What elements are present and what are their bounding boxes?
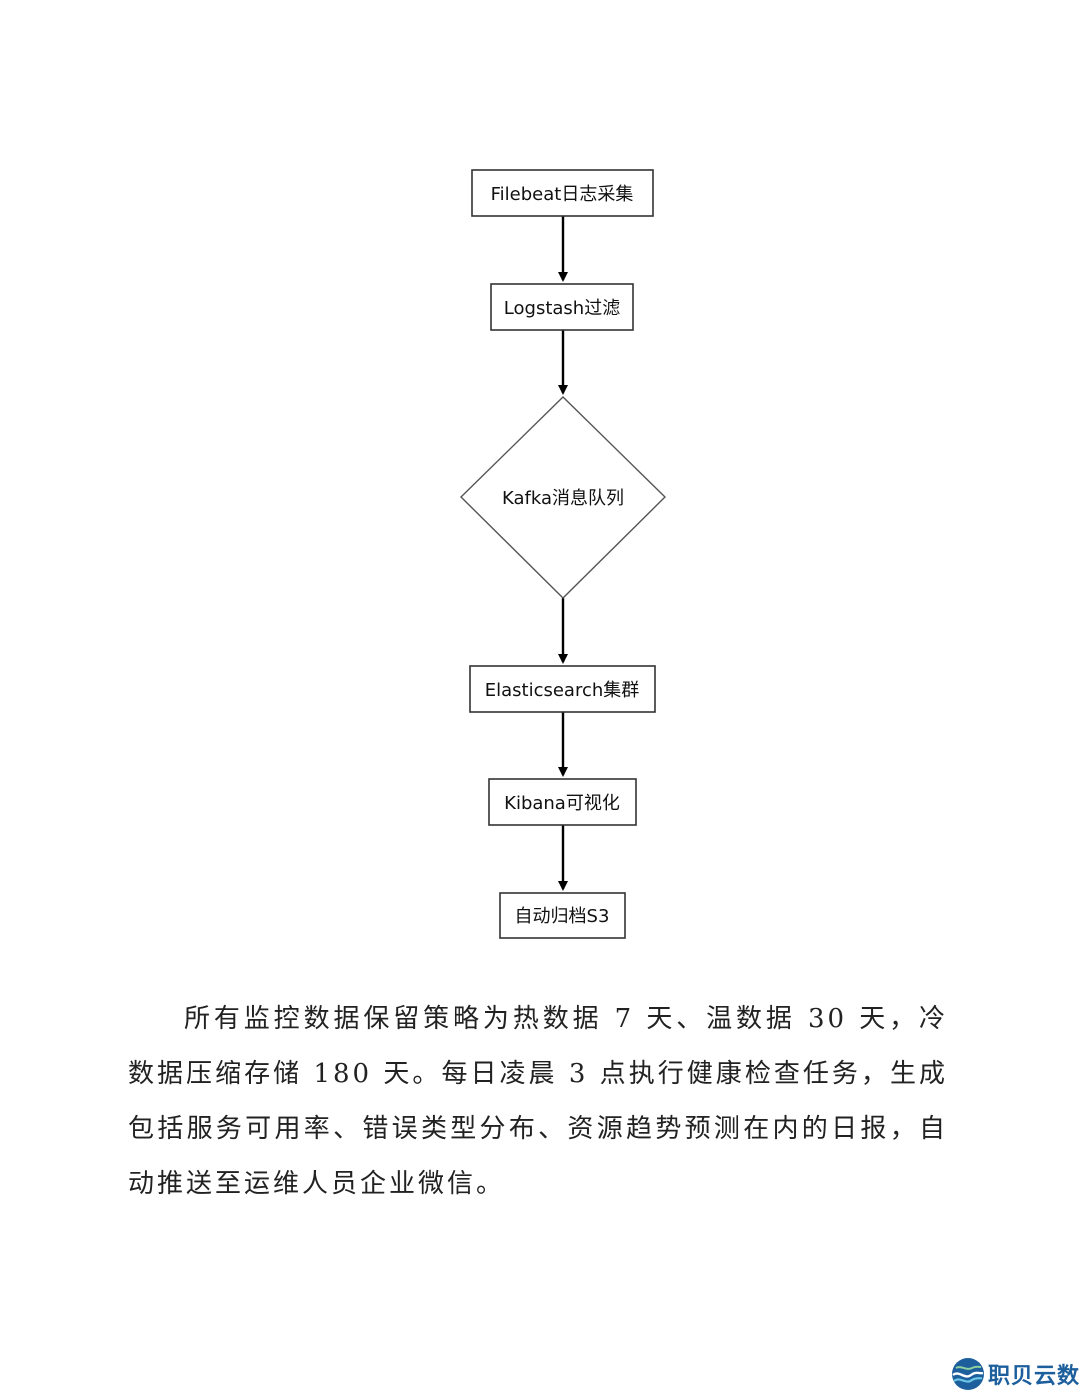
node-logstash: Logstash过滤 bbox=[490, 283, 634, 331]
logo-text: 职贝云数 bbox=[988, 1364, 1080, 1389]
flowchart: Filebeat日志采集 Logstash过滤 Kafka消息队列 Elasti… bbox=[460, 169, 666, 939]
node-elasticsearch: Elasticsearch集群 bbox=[469, 665, 656, 713]
node-kibana: Kibana可视化 bbox=[488, 778, 637, 826]
node-kafka: Kafka消息队列 bbox=[460, 396, 666, 599]
node-kafka-label: Kafka消息队列 bbox=[502, 488, 624, 509]
node-logstash-label: Logstash过滤 bbox=[504, 298, 620, 319]
node-filebeat: Filebeat日志采集 bbox=[471, 169, 654, 217]
node-elasticsearch-label: Elasticsearch集群 bbox=[485, 680, 640, 701]
node-kibana-label: Kibana可视化 bbox=[504, 793, 620, 814]
wave-globe-icon bbox=[952, 1358, 984, 1390]
node-s3-label: 自动归档S3 bbox=[515, 906, 610, 927]
body-paragraph: 所有监控数据保留策略为热数据 7 天、温数据 30 天，冷数据压缩存储 180 … bbox=[128, 1004, 948, 1199]
node-s3: 自动归档S3 bbox=[499, 892, 626, 939]
brand-logo: 职贝云数 bbox=[950, 1354, 1080, 1394]
node-filebeat-label: Filebeat日志采集 bbox=[491, 184, 634, 205]
